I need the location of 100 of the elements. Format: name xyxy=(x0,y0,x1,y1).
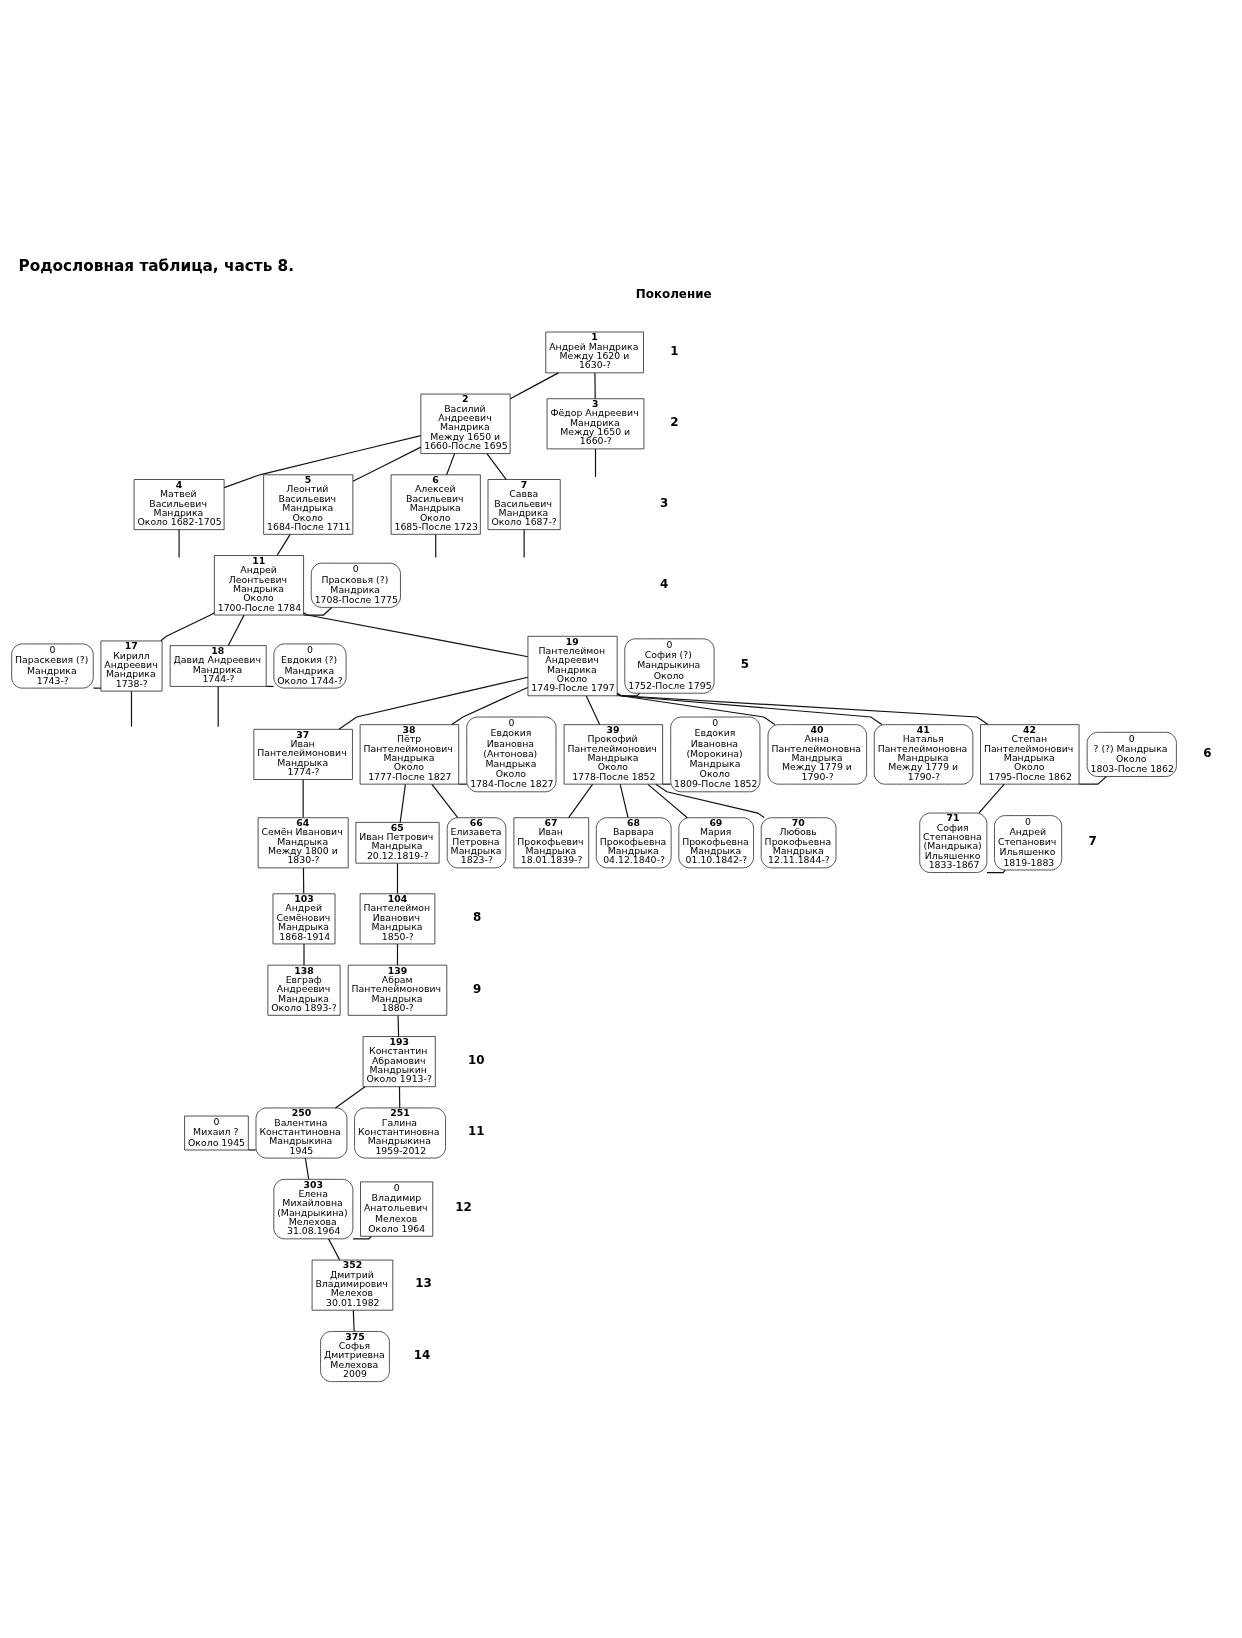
connector xyxy=(431,783,459,819)
connector xyxy=(328,1238,341,1261)
node-box: 352 Дмитрий Владимирович Мелехов 30.01.1982 xyxy=(311,1259,394,1311)
connector xyxy=(978,783,1005,814)
node-box: 17 Кирилл Андреевич Мандрика 1738-? xyxy=(100,640,163,692)
node-box: 139 Абрам Пантелеймонович Мандрыка 1880-? xyxy=(347,964,448,1016)
label: 12 xyxy=(455,1200,472,1215)
label: 1 xyxy=(670,343,679,358)
label: 4 xyxy=(660,576,669,591)
node-box: 66 Елизавета Петровна Мандрыка 1823-? xyxy=(446,817,507,869)
node-box: 40 Анна Пантелеймоновна Мандрыка Между 1779 и 1790-? xyxy=(767,724,868,785)
node-box: 251 Галина Константиновна Мандрыкина 1959-2012 xyxy=(354,1107,446,1159)
node-box: 11 Андрей Леонтьевич Мандрыка Около 1700-После 1784 xyxy=(213,555,304,616)
connector xyxy=(396,862,399,895)
connector xyxy=(303,943,305,966)
connector xyxy=(334,1086,366,1109)
connector xyxy=(986,869,1006,874)
connector xyxy=(338,676,529,730)
node-box: 42 Степан Пантелеймонович Мандрыка Около 1795-После 1862 xyxy=(980,724,1080,785)
node-box: 6 Алексей Васильевич Мандрыка Около 1685-После 1723 xyxy=(390,474,481,535)
connector xyxy=(616,692,776,726)
node-box: 69 Мария Прокофьевна Мандрыка 01.10.1842-? xyxy=(678,817,754,869)
connector xyxy=(303,612,529,658)
node-box: 38 Пётр Пантелеймонович Мандрыка Около 1777-После 1827 xyxy=(359,724,460,785)
node-box: 138 Евграф Андреевич Мандрыка Около 1893-? xyxy=(267,964,341,1016)
connector xyxy=(619,783,629,819)
node-box: 250 Валентина Константиновна Мандрыкина 1945 xyxy=(255,1107,348,1159)
label: 11 xyxy=(468,1124,485,1139)
connector xyxy=(160,612,215,642)
label: 14 xyxy=(413,1347,431,1362)
diagram-title: Родословная таблица, часть 8. xyxy=(18,257,295,276)
node-box: 0 София (?) Мандрыкина Около 1752-После 1795 xyxy=(624,638,715,694)
node-box: 104 Пантелеймон Иванович Мандрыка 1850-? xyxy=(359,893,436,945)
connector xyxy=(451,686,529,726)
node-box: 5 Леонтий Васильевич Мандрыка Около 1684-После 1711 xyxy=(263,474,354,535)
connector xyxy=(302,867,305,895)
node-box: 0 Михаил ? Около 1945 xyxy=(184,1115,249,1151)
connector xyxy=(568,783,594,819)
connector xyxy=(1078,776,1107,785)
node-box: 39 Прокофий Пантелеймонович Мандрыка Около 1778-После 1852 xyxy=(563,724,664,785)
connector xyxy=(304,1157,310,1180)
connector xyxy=(509,372,559,400)
node-box: 64 Семён Иванович Мандрыка Между 1800 и 1830-? xyxy=(257,817,349,869)
node-box: 2 Василий Андреевич Мандрика Между 1650 и 1660-После 1695 xyxy=(420,393,511,454)
node-box: 7 Савва Васильевич Мандрика Около 1687-? xyxy=(487,479,561,531)
node-box: 0 Евдокия Ивановна (Антонова) Мандрыка Около 1784-После 1827 xyxy=(466,716,557,793)
connector xyxy=(585,695,601,725)
connector xyxy=(594,372,596,400)
node-box: 0 Андрей Степанович Ильяшенко 1819-1883 xyxy=(994,815,1063,871)
connector xyxy=(486,453,507,480)
label: 10 xyxy=(468,1052,485,1067)
connector xyxy=(352,1235,372,1240)
connector xyxy=(303,606,333,616)
node-box: 4 Матвей Васильевич Мандрика Около 1682-1705 xyxy=(133,479,225,531)
label: 2 xyxy=(670,415,679,430)
label: 9 xyxy=(473,981,482,996)
connector xyxy=(223,434,422,489)
connector xyxy=(616,692,989,726)
connector xyxy=(435,533,437,559)
connector xyxy=(352,446,422,482)
connector xyxy=(217,685,219,728)
connector xyxy=(276,533,291,557)
connector xyxy=(227,614,245,647)
label: 3 xyxy=(660,495,669,510)
node-box: 19 Пантелеймон Андреевич Мандрика Около 1749-После 1797 xyxy=(527,635,618,697)
node-box: 303 Елена Михайловна (Мандрыкина) Мелехова 31.08.1964 xyxy=(273,1178,354,1240)
connector xyxy=(247,1149,257,1151)
connector xyxy=(616,692,883,726)
node-box: 103 Андрей Семёнович Мандрыка 1868-1914 xyxy=(272,893,336,945)
node-box: 71 София Степановна (Мандрыка) Ильяшенко 1833-1867 xyxy=(919,812,988,873)
label: 6 xyxy=(1203,745,1212,760)
label: 8 xyxy=(473,910,482,925)
connector xyxy=(397,1014,400,1038)
node-box: 0 ? (?) Мандрыка Около 1803-После 1862 xyxy=(1086,731,1177,777)
node-box: 67 Иван Прокофьевич Мандрыка 18.01.1839-? xyxy=(513,817,590,869)
node-box: 37 Иван Пантелеймонович Мандрыка 1774-? xyxy=(253,728,353,780)
label: 13 xyxy=(415,1276,432,1291)
connector xyxy=(130,690,133,728)
node-box: 3 Фёдор Андреевич Мандрика Между 1650 и 1660-? xyxy=(546,398,645,450)
node-box: 193 Константин Абрамович Мандрыкин Около 1913-? xyxy=(362,1036,436,1088)
node-box: 41 Наталья Пантелеймоновна Мандрыка Между 1779 и 1790-? xyxy=(873,724,974,785)
node-box: 0 Евдокия (?) Мандрика Около 1744-? xyxy=(273,643,347,689)
node-box: 68 Варвара Прокофьевна Мандрыка 04.12.1840-? xyxy=(595,817,672,869)
connector xyxy=(399,783,406,823)
node-box: 70 Любовь Прокофьевна Мандрыка 12.11.1844-? xyxy=(760,817,837,869)
node-box: 1 Андрей Мандрика Между 1620 и 1630-? xyxy=(545,331,644,374)
node-box: 375 Софья Дмитриевна Мелехова 2009 xyxy=(320,1331,390,1383)
node-box: 0 Владимир Анатольевич Мелехов Около 1964 xyxy=(360,1181,434,1237)
connector xyxy=(616,692,641,697)
connector xyxy=(302,779,304,819)
connector xyxy=(178,529,180,559)
node-box: 18 Давид Андреевич Мандрика 1744-? xyxy=(169,645,267,687)
connector xyxy=(446,453,456,476)
connector xyxy=(396,943,399,966)
connector xyxy=(398,1086,401,1109)
label: Поколение xyxy=(635,286,712,301)
node-box: 0 Параскевия (?) Мандрика 1743-? xyxy=(11,643,94,689)
label: 7 xyxy=(1088,834,1097,849)
node-box: 0 Прасковья (?) Мандрика 1708-После 1775 xyxy=(310,562,401,608)
connector xyxy=(594,448,597,478)
